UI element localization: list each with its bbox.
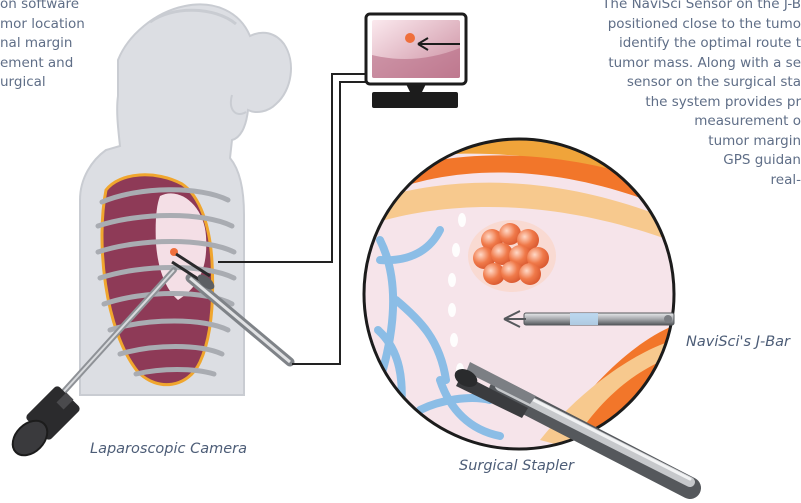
left-description: on software mor location nal margin emen… (0, 0, 150, 93)
camera-label: Laparoscopic Camera (90, 441, 247, 457)
right-line: tumor mass. Along with a se (541, 54, 801, 74)
right-line: the system provides pr (541, 93, 801, 113)
right-line: tumor margin (541, 132, 801, 152)
tumor-cluster (468, 220, 556, 292)
stapler-label: Surgical Stapler (459, 458, 574, 474)
monitor (366, 14, 466, 108)
right-line: The NaviSci Sensor on the J-B (541, 0, 801, 15)
left-line: on software (0, 0, 150, 15)
right-description: The NaviSci Sensor on the J-B positioned… (541, 0, 801, 190)
right-line: measurement o (541, 112, 801, 132)
left-line: urgical (0, 73, 150, 93)
right-line: identify the optimal route t (541, 34, 801, 54)
left-line: ement and (0, 54, 150, 74)
jbar-label: NaviSci's J-Bar (686, 334, 790, 350)
right-line: GPS guidan (541, 151, 801, 171)
right-line: sensor on the surgical sta (541, 73, 801, 93)
left-line: mor location (0, 15, 150, 35)
j-bar (504, 311, 674, 327)
right-line: real- (541, 171, 801, 191)
left-line: nal margin (0, 34, 150, 54)
right-line: positioned close to the tumo (541, 15, 801, 35)
